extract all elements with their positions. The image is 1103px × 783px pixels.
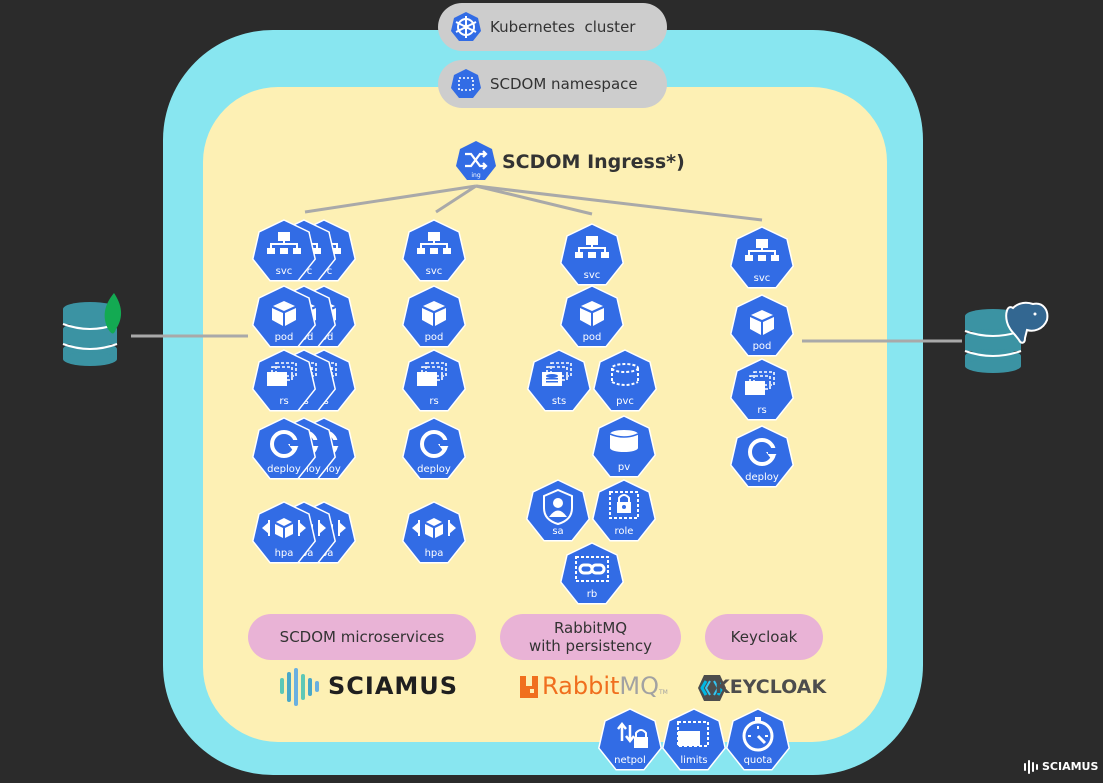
sciamus-logo: SCIAMUS <box>278 668 457 706</box>
namespace-pill: SCDOM namespace <box>438 60 667 108</box>
pod-label: pod <box>425 332 444 343</box>
svc-label: svc <box>754 273 771 284</box>
scdom-group-label: SCDOM microservices <box>248 614 476 660</box>
rabbitmq-logo-text: RabbitMQTM <box>542 672 668 700</box>
sts-icon: sts <box>526 349 592 412</box>
namespace-icon <box>451 69 481 98</box>
pod-icon: pod <box>251 285 317 348</box>
rs-icon: rs <box>729 358 795 421</box>
ingress-tag: ing <box>471 172 480 179</box>
quota-label: quota <box>744 755 773 766</box>
rs-icon: rs <box>251 349 317 412</box>
netpol-label: netpol <box>614 755 646 766</box>
pod-label: pod <box>583 332 602 343</box>
ingress-to-scdom-line <box>304 184 477 214</box>
quota-icon: quota <box>725 708 791 771</box>
svc-label: svc <box>426 266 443 277</box>
limits-label: limits <box>680 755 707 766</box>
cluster-label: Kubernetes cluster <box>490 18 636 36</box>
deploy-icon: deploy <box>251 417 317 480</box>
pv-icon: pv <box>591 415 657 478</box>
rb-label: rb <box>587 589 597 600</box>
pvc-label: pvc <box>616 396 634 407</box>
role-label: role <box>615 526 634 537</box>
rs-icon: rs <box>401 349 467 412</box>
hpa-label: hpa <box>275 548 294 559</box>
pv-label: pv <box>618 462 630 473</box>
pod-label: pod <box>275 332 294 343</box>
sa-label: sa <box>552 526 563 537</box>
sts-label: sts <box>552 396 566 407</box>
role-icon: role <box>591 479 657 542</box>
hpa-icon: hpa <box>251 501 317 564</box>
hpa-label: hpa <box>425 548 444 559</box>
svc-icon: svc <box>401 219 467 282</box>
deploy-icon: deploy <box>401 417 467 480</box>
deploy-label: deploy <box>745 472 779 483</box>
postgres-database-icon <box>964 301 1049 373</box>
limits-icon: limits <box>661 708 727 771</box>
rs-label: rs <box>279 396 288 407</box>
netpol-icon: netpol <box>597 708 663 771</box>
rb-icon: rb <box>559 542 625 605</box>
corner-sciamus-text: SCIAMUS <box>1042 760 1099 773</box>
sciamus-logo-text: SCIAMUS <box>328 672 459 700</box>
svc-label: svc <box>276 266 293 277</box>
deploy-icon: deploy <box>729 425 795 488</box>
rs-label: rs <box>429 396 438 407</box>
pod-label: pod <box>753 341 772 352</box>
hpa-icon: hpa <box>401 501 467 564</box>
rabbitmq-logo: RabbitMQTM <box>518 672 668 704</box>
keycloak-group-label: Keycloak <box>705 614 823 660</box>
deploy-label: deploy <box>417 464 451 475</box>
svc-icon: svc <box>251 219 317 282</box>
svc-icon: svc <box>559 223 625 286</box>
keycloak-logo: KEYCLOAK <box>697 673 832 703</box>
pvc-icon: pvc <box>592 349 658 412</box>
namespace-label: SCDOM namespace <box>490 75 638 93</box>
kubernetes-helm-icon <box>451 12 481 41</box>
postgres-elephant-icon <box>1005 301 1049 344</box>
deploy-label: deploy <box>267 464 301 475</box>
corner-sciamus-mark-icon <box>1024 760 1038 774</box>
svc-icon: svc <box>729 226 795 289</box>
pod-icon: pod <box>401 285 467 348</box>
ingress-label: SCDOM Ingress*) <box>502 151 685 173</box>
pod-icon: pod <box>729 294 795 357</box>
rabbitmq-logo-mark-icon <box>520 676 538 698</box>
ingress-to-keycloak-line <box>475 184 763 222</box>
corner-sciamus-logo: SCIAMUS <box>1023 758 1101 776</box>
ingress-to-rabbit-line <box>475 184 593 216</box>
mongodb-database-icon <box>62 293 122 366</box>
keycloak-logo-text: KEYCLOAK <box>715 676 827 698</box>
rs-label: rs <box>757 405 766 416</box>
ingress-icon: ing <box>456 141 496 180</box>
svc-label: svc <box>584 270 601 281</box>
mongodb-leaf-icon <box>104 293 122 334</box>
cluster-pill: Kubernetes cluster <box>438 3 667 51</box>
pod-icon: pod <box>559 285 625 348</box>
ingress-to-scdom2-line <box>435 184 477 214</box>
sa-icon: sa <box>525 479 591 542</box>
sciamus-logo-mark-icon <box>280 668 319 706</box>
keycloak-logo-mark-icon <box>698 675 726 701</box>
